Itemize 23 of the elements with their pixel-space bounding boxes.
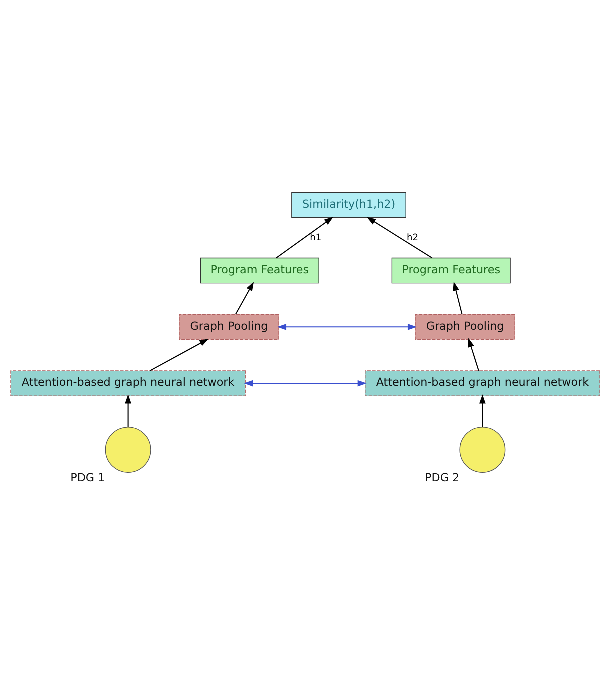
edge-label: h1 — [310, 233, 322, 244]
arrow — [366, 217, 433, 259]
edge-label: h2 — [406, 233, 418, 244]
arrow — [480, 394, 486, 428]
node-box: Similarity(h1,h2) — [292, 192, 406, 218]
node-box: Graph Pooling — [415, 314, 516, 340]
node-box: Program Features — [200, 258, 320, 284]
node-box: Attention-based graph neural network — [10, 370, 246, 396]
arrow — [453, 282, 463, 315]
node-graph — [460, 427, 506, 474]
arrow — [125, 394, 132, 428]
arrow — [277, 324, 418, 330]
node-graph — [105, 427, 152, 474]
node-box: Graph Pooling — [179, 314, 280, 340]
arrow — [244, 380, 367, 387]
node-label: PDG 1 — [70, 472, 106, 485]
node-label: PDG 2 — [425, 472, 460, 485]
node-box: Attention-based graph neural network — [365, 370, 600, 396]
node-box: Program Features — [392, 258, 511, 284]
arrow — [150, 339, 209, 372]
arrow — [276, 217, 334, 259]
arrow — [235, 282, 254, 315]
arrow — [468, 338, 480, 372]
